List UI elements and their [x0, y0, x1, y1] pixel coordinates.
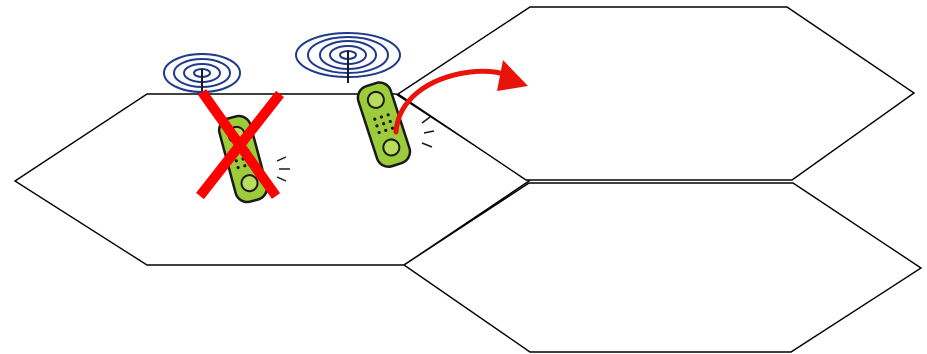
cross-icon — [196, 89, 284, 200]
cells — [13, 6, 923, 353]
cell-lower-right — [402, 182, 923, 353]
ring-marks-icon — [276, 156, 290, 182]
phone-new — [295, 32, 435, 168]
ring-marks-icon — [421, 116, 435, 148]
signal-waves-icon — [163, 53, 241, 93]
handset-icon — [356, 81, 412, 168]
cell-upper-right — [396, 6, 916, 181]
handoff-arrow-icon — [393, 60, 528, 135]
signal-waves-icon — [295, 32, 401, 83]
